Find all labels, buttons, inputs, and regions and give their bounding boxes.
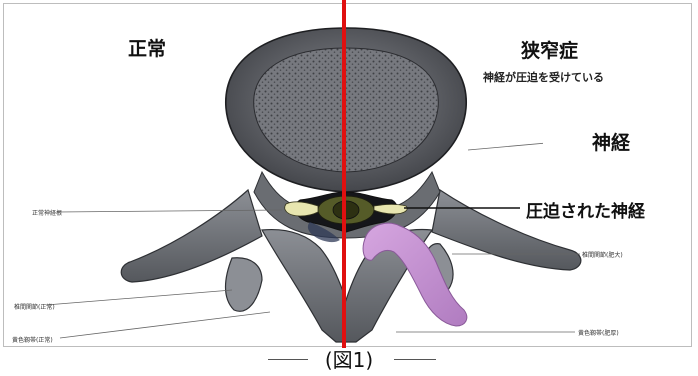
figure-caption: (図1) [0, 344, 698, 373]
label-normal-nerve-root: 正常神経根 [32, 208, 62, 217]
label-stenosis: 狭窄症 [521, 36, 578, 63]
label-ligamentum-flavum-normal: 黄色靱帯(正常) [12, 335, 53, 344]
leader-line-ligament-normal [60, 312, 270, 338]
label-facet-joint-normal: 椎間関節(正常) [14, 302, 55, 311]
label-facet-joint-hypertrophy: 椎間関節(肥大) [582, 250, 623, 259]
leader-line-facet-normal [46, 290, 232, 305]
label-ligamentum-flavum-hypertrophy: 黄色靱帯(肥厚) [578, 328, 619, 337]
label-normal: 正常 [128, 34, 166, 61]
label-compressed-nerve: 圧迫された神経 [526, 197, 645, 222]
left-articular-process [226, 258, 263, 312]
label-nerve-compressed-note: 神経が圧迫を受けている [483, 69, 604, 85]
label-nerve: 神経 [592, 128, 630, 155]
